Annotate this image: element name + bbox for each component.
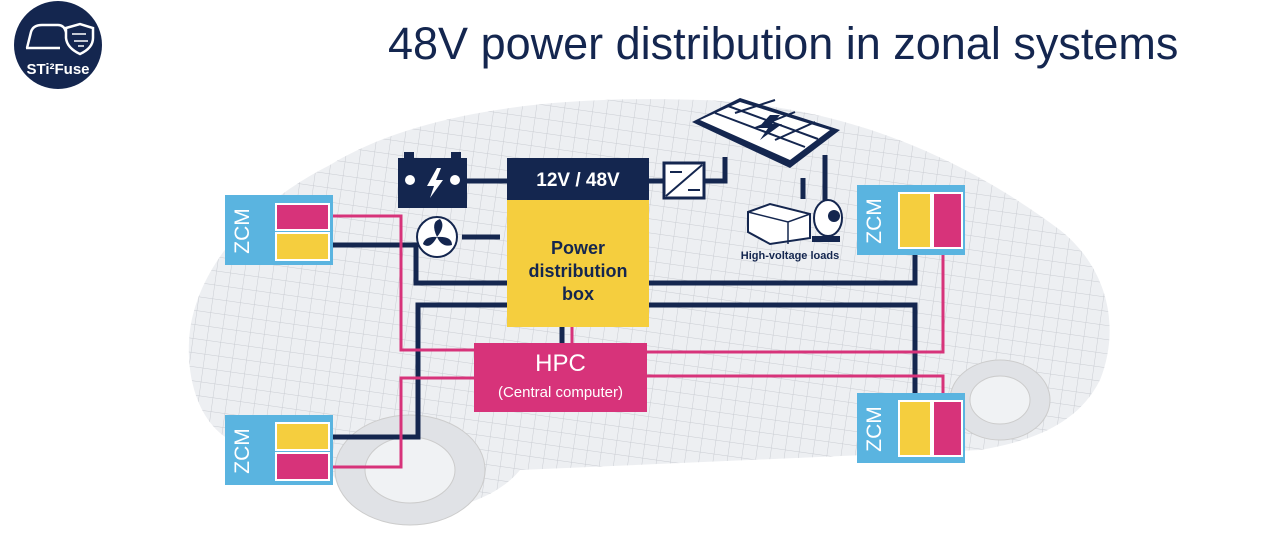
svg-text:STi²Fuse: STi²Fuse (26, 61, 89, 78)
battery-icon (398, 152, 467, 208)
zcm-front-left (225, 195, 333, 265)
slide-title: 48V power distribution in zonal systems (388, 18, 1179, 69)
data-wires (333, 214, 945, 469)
motor-icon (812, 199, 843, 242)
voltage-header-label: 12V / 48V (536, 170, 620, 191)
voltage-header-box (507, 158, 649, 200)
zcm-rear-right (857, 393, 965, 463)
sti2fuse-logo: STi²Fuse (14, 1, 102, 89)
zcm-label: ZCM (863, 198, 886, 244)
zcm-rear-left (225, 415, 333, 485)
inverter-icon (747, 202, 811, 246)
power-wires (333, 155, 918, 440)
battery-pack-icon (692, 98, 840, 168)
fan-icon (416, 216, 458, 258)
zcm-label: ZCM (231, 208, 254, 254)
dc-dc-converter-icon (662, 161, 706, 200)
hv-loads-label: High-voltage loads (740, 250, 840, 262)
hpc-subtitle: (Central computer) (497, 384, 624, 401)
hpc-title: HPC (535, 350, 586, 377)
zcm-front-right (857, 185, 965, 255)
zcm-label: ZCM (231, 428, 254, 474)
pdb-label: Power distribution box (528, 238, 628, 304)
hpc-box (474, 343, 647, 412)
zcm-label: ZCM (863, 406, 886, 452)
power-distribution-box (507, 200, 649, 327)
